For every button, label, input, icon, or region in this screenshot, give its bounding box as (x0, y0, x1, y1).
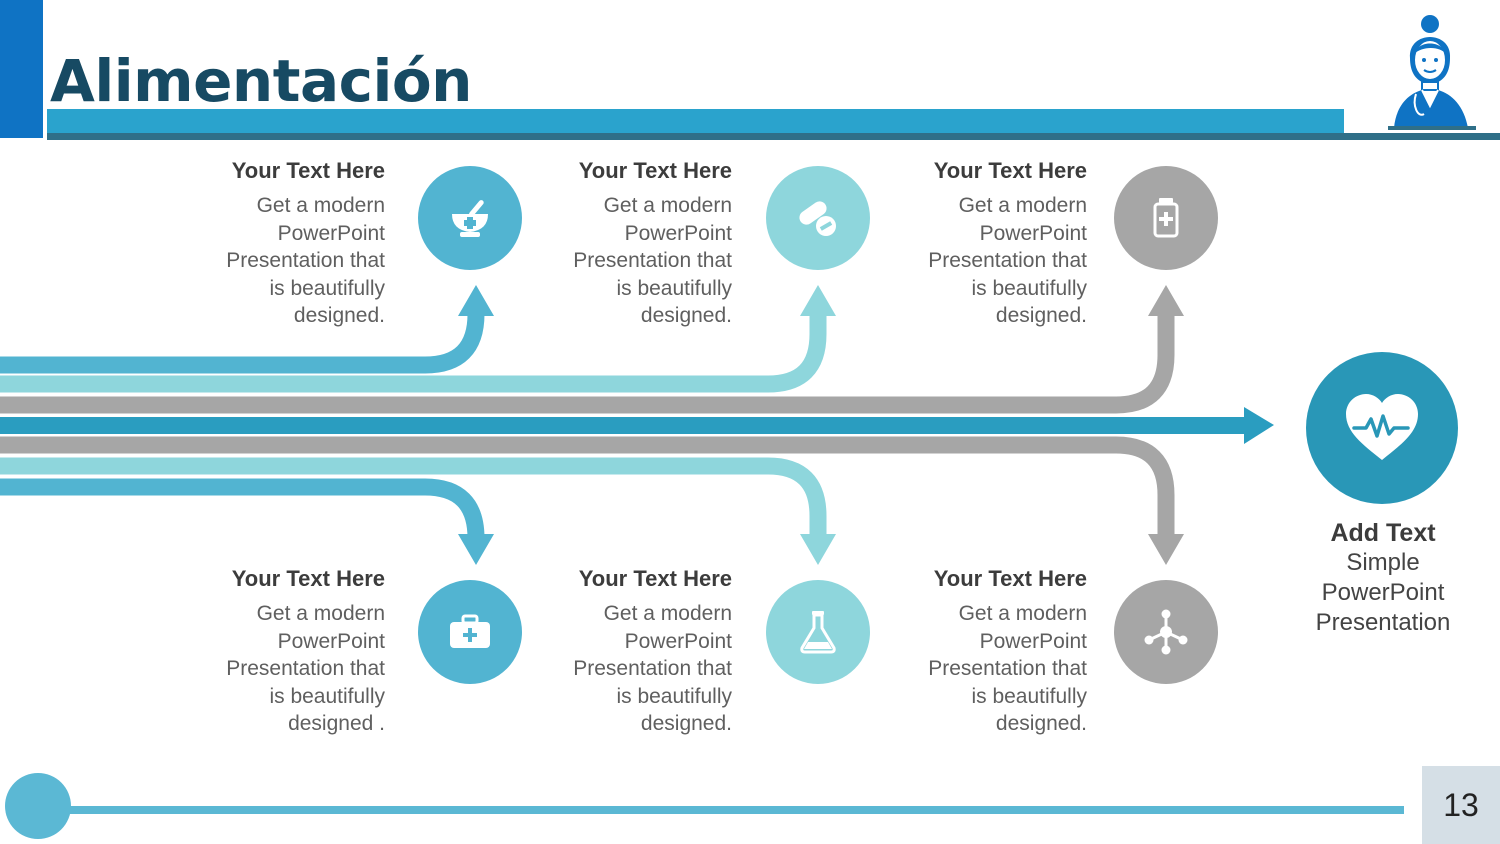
body-line: PowerPoint (624, 221, 732, 245)
bottom-item-1-circle (418, 580, 522, 684)
top-item-3-circle (1114, 166, 1218, 270)
bottom-item-2-body: Get a modern PowerPoint Presentation tha… (532, 600, 732, 738)
flow-path-bottom-2 (0, 457, 827, 540)
body-line: Get a modern (603, 194, 732, 217)
body-line: Simple (1346, 549, 1420, 576)
body-line: designed. (293, 304, 385, 328)
top-item-3-text: Your Text Here Get a modern PowerPoint P… (887, 157, 1087, 330)
bottom-item-1-heading: Your Text Here (231, 566, 385, 591)
flask-icon (800, 611, 836, 654)
arrowhead-bottom-2 (800, 534, 836, 565)
arrowhead-top-1 (458, 285, 494, 316)
body-line: Presentation that (928, 657, 1087, 681)
flow-path-bottom-3 (0, 436, 1175, 540)
pills-icon (799, 201, 836, 236)
flow-path-top-3 (0, 310, 1175, 414)
body-line: Get a modern (958, 602, 1087, 625)
body-line: is beautifully (269, 684, 385, 708)
center-heading: Add Text (1330, 519, 1436, 547)
heart-circle (1306, 352, 1458, 504)
arrowhead-top-2 (800, 285, 836, 316)
top-item-3-heading: Your Text Here (933, 158, 1087, 183)
top-item-1-circle (418, 166, 522, 270)
flow-path-bottom-1 (0, 478, 485, 540)
top-item-3-body: Get a modern PowerPoint Presentation tha… (887, 192, 1087, 330)
top-item-2-circle (766, 166, 870, 270)
bottom-item-1-body: Get a modern PowerPoint Presentation tha… (185, 600, 385, 738)
arrowhead-main (1244, 407, 1274, 444)
body-line: designed. (995, 304, 1087, 328)
body-line: Presentation that (573, 657, 732, 681)
bottom-item-3-circle (1114, 580, 1218, 684)
doctor-avatar-icon (1388, 15, 1476, 130)
body-line: Get a modern (958, 194, 1087, 217)
body-line: Get a modern (256, 602, 385, 625)
body-line: Get a modern (603, 602, 732, 625)
body-line: Presentation (1315, 609, 1451, 636)
top-item-1-heading: Your Text Here (231, 158, 385, 183)
body-line: Presentation that (928, 249, 1087, 273)
body-line: designed. (640, 304, 732, 328)
arrowhead-top-3 (1148, 285, 1184, 316)
first-aid-kit-icon (450, 614, 490, 648)
center-body: Simple PowerPoint Presentation (1290, 548, 1476, 638)
body-line: Get a modern (256, 194, 385, 217)
flow-path-main (0, 417, 1246, 434)
flow-path-top-1 (0, 310, 485, 374)
body-line: designed . (288, 712, 385, 736)
mortar-pestle-icon (452, 200, 488, 237)
center-text: Add Text Simple PowerPoint Presentation (1290, 518, 1476, 638)
heartbeat-icon (1346, 394, 1418, 460)
bottom-item-3-body: Get a modern PowerPoint Presentation tha… (887, 600, 1087, 738)
body-line: Presentation that (573, 249, 732, 273)
body-line: is beautifully (971, 276, 1087, 300)
body-line: Presentation that (226, 249, 385, 273)
top-item-2-text: Your Text Here Get a modern PowerPoint P… (532, 157, 732, 330)
body-line: Presentation that (226, 657, 385, 681)
body-line: is beautifully (616, 276, 732, 300)
body-line: PowerPoint (277, 629, 385, 653)
bottom-item-3-text: Your Text Here Get a modern PowerPoint P… (887, 565, 1087, 738)
body-line: designed. (640, 712, 732, 736)
body-line: PowerPoint (277, 221, 385, 245)
body-line: PowerPoint (624, 629, 732, 653)
top-item-1-text: Your Text Here Get a modern PowerPoint P… (185, 157, 385, 330)
page-title: Alimentación (50, 47, 472, 115)
bottom-item-2-circle (766, 580, 870, 684)
footer-dot (5, 773, 71, 839)
top-item-2-body: Get a modern PowerPoint Presentation tha… (532, 192, 732, 330)
top-item-1-body: Get a modern PowerPoint Presentation tha… (185, 192, 385, 330)
body-line: is beautifully (269, 276, 385, 300)
bottom-item-1-text: Your Text Here Get a modern PowerPoint P… (185, 565, 385, 738)
body-line: PowerPoint (979, 629, 1087, 653)
body-line: PowerPoint (1321, 579, 1445, 606)
title-underline-bar (47, 109, 1344, 133)
molecule-icon (1144, 609, 1188, 655)
page-number: 13 (1422, 766, 1500, 844)
body-line: is beautifully (971, 684, 1087, 708)
title-underline-line (47, 133, 1500, 140)
flow-path-top-2 (0, 310, 827, 393)
title-accent-block (0, 0, 43, 138)
footer-line (40, 806, 1404, 814)
bottom-item-2-heading: Your Text Here (578, 566, 732, 591)
bottom-item-3-heading: Your Text Here (933, 566, 1087, 591)
arrowhead-bottom-1 (458, 534, 494, 565)
top-item-2-heading: Your Text Here (578, 158, 732, 183)
bottom-item-2-text: Your Text Here Get a modern PowerPoint P… (532, 565, 732, 738)
body-line: PowerPoint (979, 221, 1087, 245)
body-line: designed. (995, 712, 1087, 736)
body-line: is beautifully (616, 684, 732, 708)
arrowhead-bottom-3 (1148, 534, 1184, 565)
medicine-bottle-icon (1153, 198, 1179, 238)
